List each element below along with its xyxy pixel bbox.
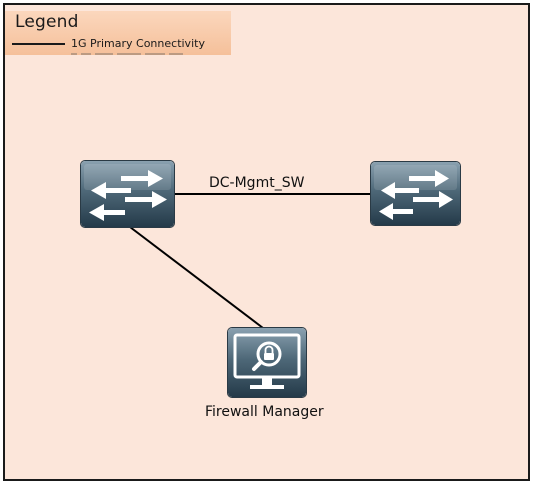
legend-box: Legend 1G Primary Connectivity bbox=[5, 11, 231, 55]
firewall-manager-label: Firewall Manager bbox=[205, 404, 324, 420]
switch-arrows-icon bbox=[81, 161, 174, 227]
switch-right[interactable] bbox=[371, 162, 460, 225]
diagram-frame bbox=[3, 3, 530, 481]
legend-title: Legend bbox=[15, 12, 79, 32]
switch-left[interactable] bbox=[81, 161, 174, 227]
link-switch-to-firewall-manager bbox=[129, 226, 264, 329]
link-label-dc-mgmt-sw: DC-Mgmt_SW bbox=[209, 175, 305, 191]
firewall-manager-node[interactable] bbox=[228, 328, 306, 397]
legend-entry-label: 1G Primary Connectivity bbox=[71, 37, 205, 50]
switch-arrows-icon bbox=[371, 162, 460, 225]
monitor-lock-icon bbox=[228, 328, 306, 397]
legend-line-solid bbox=[12, 43, 65, 45]
legend-clipped-row bbox=[71, 53, 183, 55]
